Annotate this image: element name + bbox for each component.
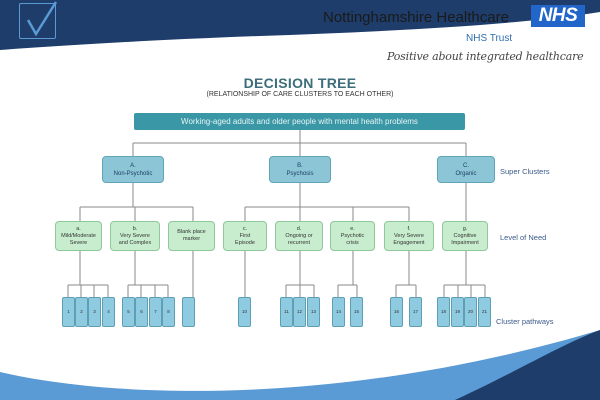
need-name: Mild/Moderate <box>61 232 96 239</box>
need-letter: f. <box>407 225 411 232</box>
need-letter: d. <box>296 225 302 232</box>
footer-wave-light <box>0 330 600 400</box>
need-name-line2: Engagement <box>393 239 425 246</box>
connector-a-needs <box>79 183 194 221</box>
need-node-d: d. Ongoing or recurrent <box>275 221 323 251</box>
pathway-box: 4 <box>102 297 115 327</box>
pathway-box: 2 <box>75 297 88 327</box>
row-label-pathways: Cluster pathways <box>496 317 554 326</box>
pathway-box: 13 <box>307 297 320 327</box>
pathway-box: 3 <box>88 297 101 327</box>
need-name-line2: and Complex <box>118 239 152 246</box>
super-cluster-a: A. Non-Psychotic <box>102 156 164 183</box>
super-cluster-name: Organic <box>455 170 477 177</box>
super-cluster-c: C. Organic <box>437 156 495 183</box>
pathway-box: 19 <box>451 297 464 327</box>
need-node-e: e. Psychotic crisis <box>330 221 375 251</box>
need-name: First <box>239 232 251 239</box>
pathway-box: 14 <box>332 297 345 327</box>
need-letter: e. <box>350 225 355 232</box>
pathway-box: 21 <box>478 297 491 327</box>
super-cluster-letter: B. <box>297 162 303 169</box>
need-letter: c. <box>242 225 248 232</box>
need-name-line2: recurrent <box>287 239 310 246</box>
footer-wave-dark <box>455 330 600 400</box>
pathway-box: 10 <box>238 297 251 327</box>
pathway-box: 16 <box>390 297 403 327</box>
super-cluster-b: B. Psychosis <box>269 156 331 183</box>
connector-root-super <box>132 130 467 156</box>
need-name: Very Severe <box>394 232 424 239</box>
need-node-a: a. Mild/Moderate Severe <box>55 221 102 251</box>
pathway-box: 17 <box>409 297 422 327</box>
row-label-super: Super Clusters <box>500 167 550 176</box>
pathway-box: 5 <box>122 297 135 327</box>
need-letter: b. <box>132 225 138 232</box>
org-name: Nottinghamshire Healthcare <box>323 9 509 26</box>
connector-b-needs <box>244 183 410 221</box>
trust-name: NHS Trust <box>466 33 513 44</box>
pathway-box: 6 <box>135 297 148 327</box>
diagram-subtitle: (RELATIONSHIP OF CARE CLUSTERS TO EACH O… <box>206 91 394 98</box>
need-node-g: g. Cognitive Impairment <box>442 221 488 251</box>
need-name: Ongoing or <box>285 232 313 239</box>
row-label-need: Level of Need <box>500 233 547 242</box>
pathway-box-blank <box>182 297 195 327</box>
need-name-line2: crisis <box>346 239 359 246</box>
pathway-box: 8 <box>162 297 175 327</box>
pathway-box: 20 <box>464 297 477 327</box>
need-letter: a. <box>76 225 81 232</box>
need-name-line2: Episode <box>235 239 255 246</box>
nhs-logo: NHS <box>531 5 585 27</box>
diagram-title: DECISION TREE <box>243 75 357 91</box>
header-wave <box>0 0 600 50</box>
pathway-box: 11 <box>280 297 293 327</box>
logo-checkbox <box>19 1 58 39</box>
need-name: Cognitive <box>453 232 477 239</box>
pathway-box: 18 <box>437 297 450 327</box>
pathway-box: 15 <box>350 297 363 327</box>
pathway-box: 12 <box>293 297 306 327</box>
super-cluster-letter: A. <box>130 162 136 169</box>
need-node-blank: Blank place marker <box>168 221 215 251</box>
need-name-line2: Impairment <box>451 239 479 246</box>
super-cluster-name: Non-Psychotic <box>113 170 153 177</box>
pathway-box: 7 <box>149 297 162 327</box>
need-node-f: f. Very Severe Engagement <box>384 221 434 251</box>
pathway-box: 1 <box>62 297 75 327</box>
need-letter: g. <box>462 225 468 232</box>
super-cluster-name: Psychosis <box>286 170 314 177</box>
root-node: Working-aged adults and older people wit… <box>134 113 465 130</box>
need-name-line2: Severe <box>69 239 88 246</box>
need-name: Very Severe <box>120 232 150 239</box>
super-cluster-letter: C. <box>463 162 469 169</box>
need-node-c: c. First Episode <box>223 221 267 251</box>
need-node-b: b. Very Severe and Complex <box>110 221 160 251</box>
need-name-line2: marker <box>182 236 201 242</box>
need-name: Blank place <box>177 229 206 235</box>
connector-needs-paths <box>67 251 486 297</box>
tagline: Positive about integrated healthcare <box>387 50 584 63</box>
need-name: Psychotic <box>340 232 365 239</box>
checkbox-tick-icon <box>26 1 58 37</box>
